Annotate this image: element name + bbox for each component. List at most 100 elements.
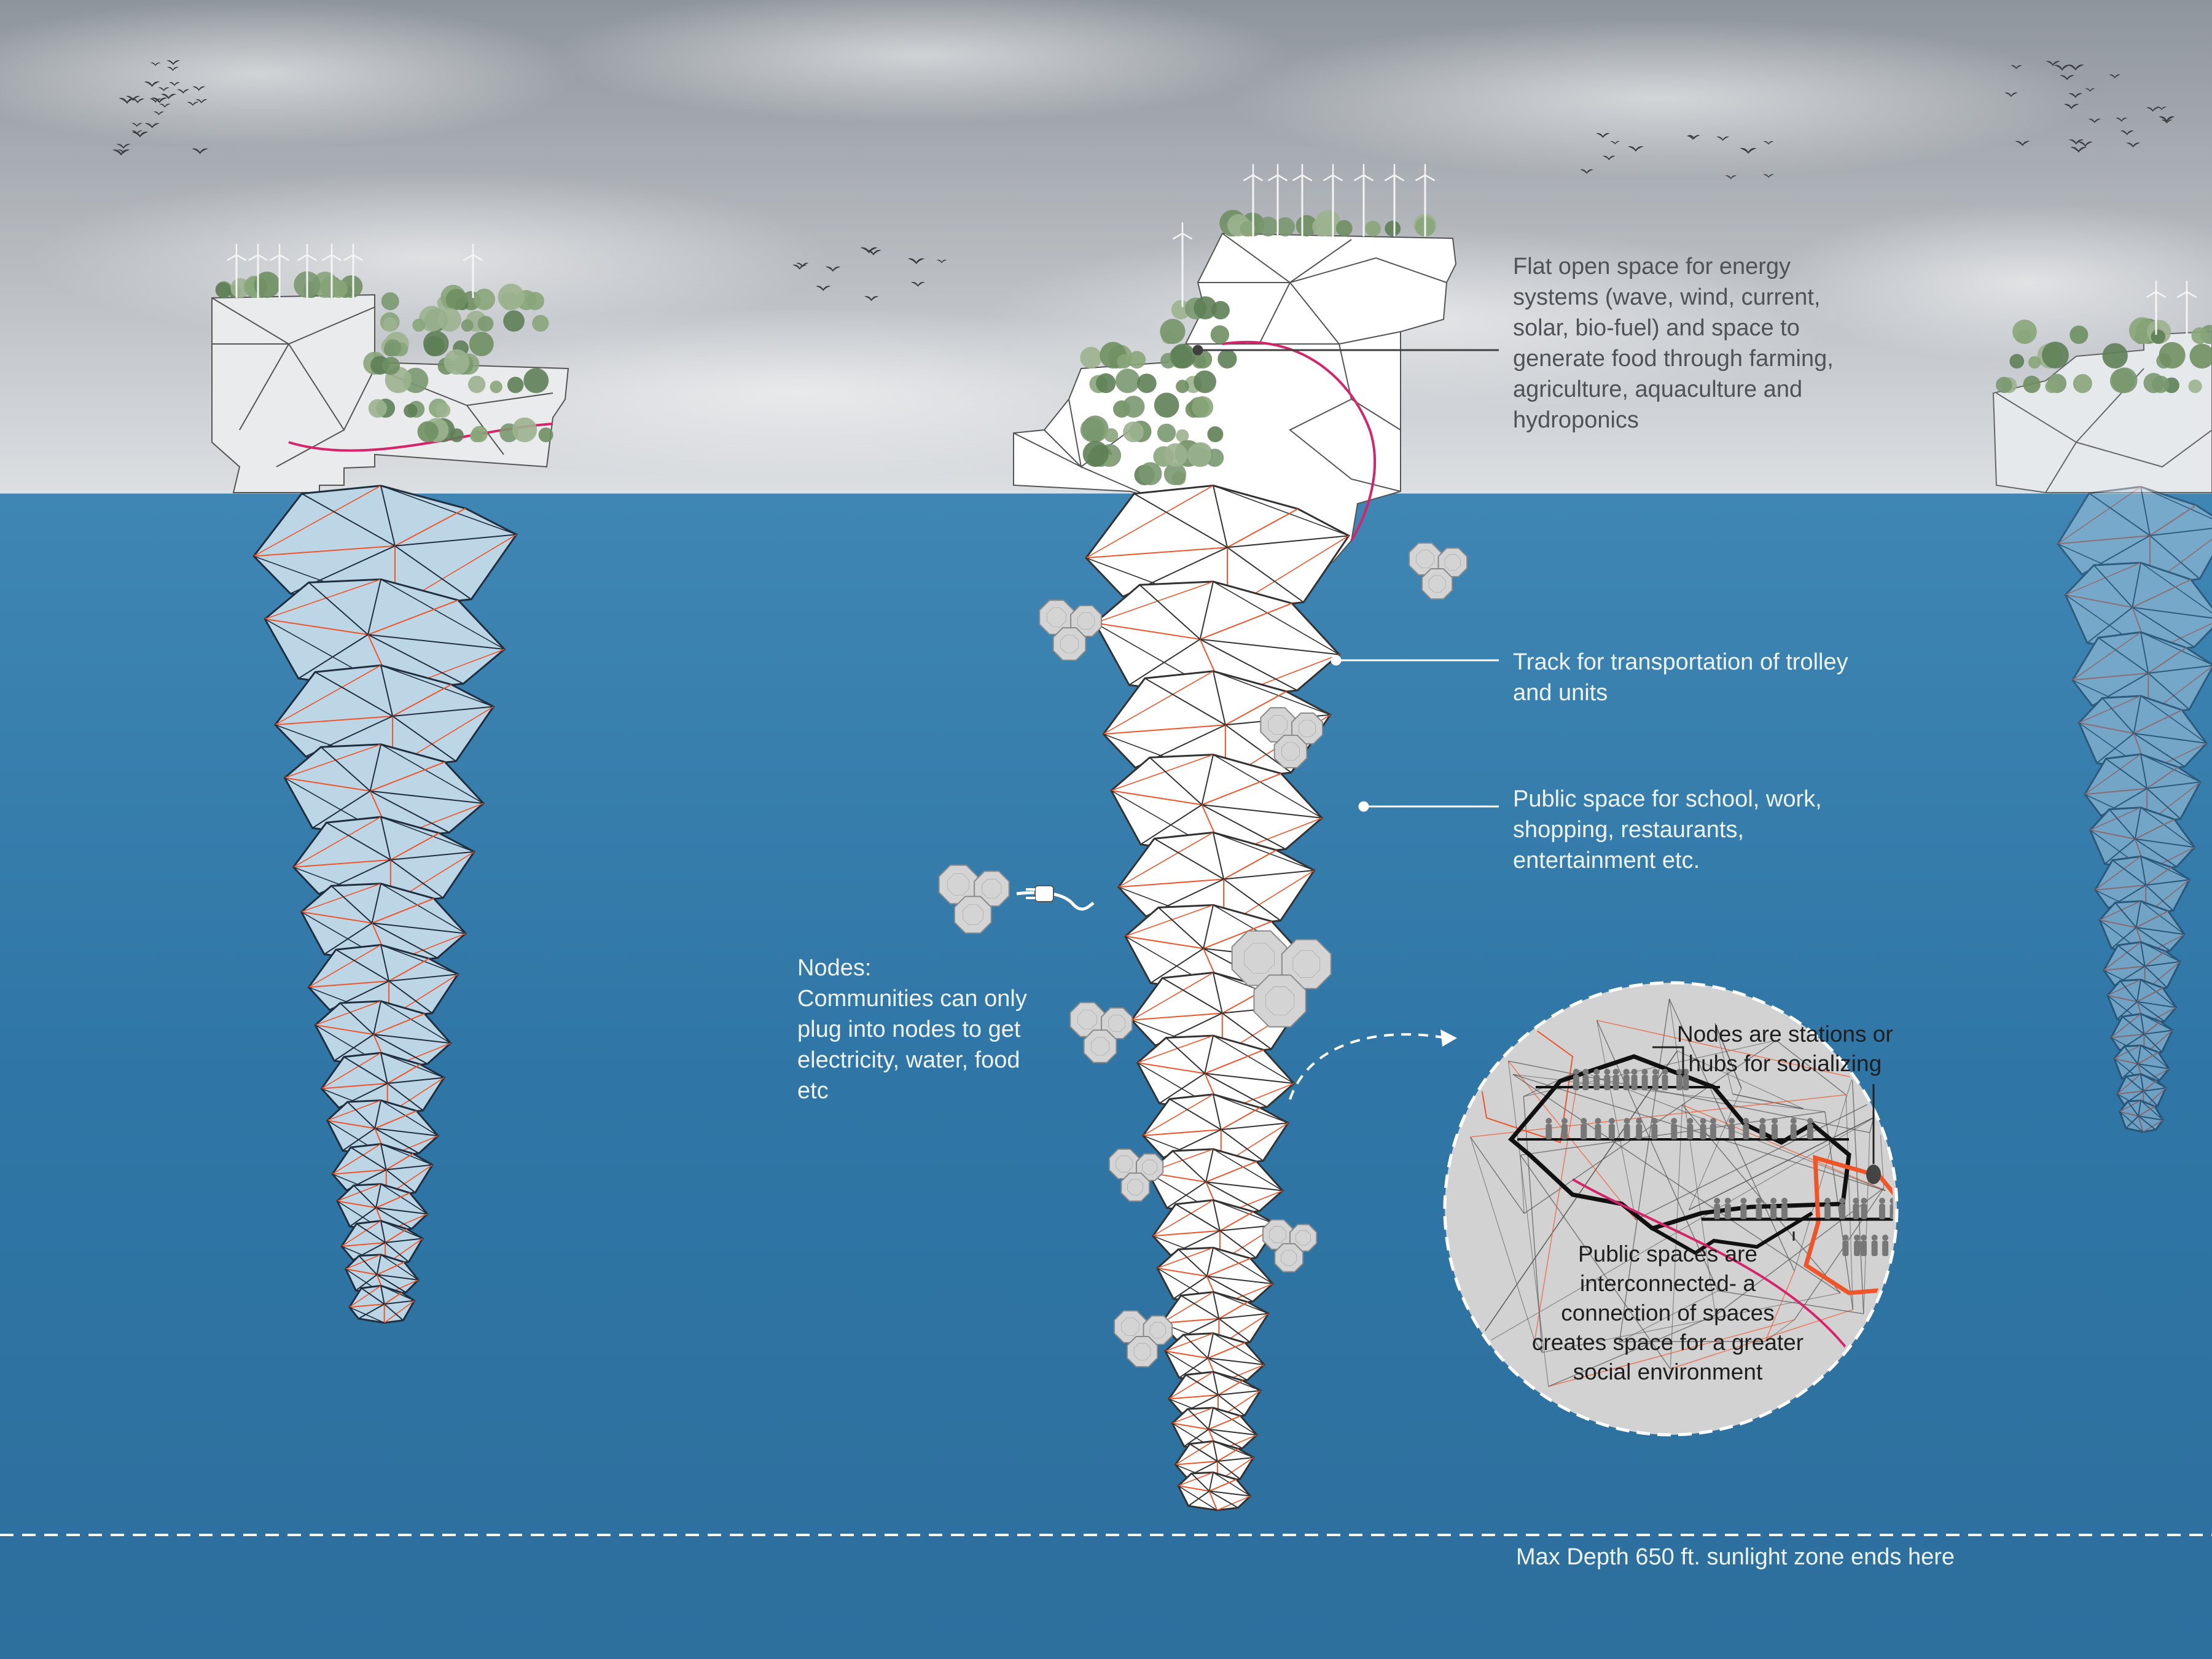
tree-icon <box>1217 349 1237 369</box>
bird-icon <box>1596 133 1610 138</box>
tree-icon <box>2102 343 2128 369</box>
tree-icon <box>1080 346 1102 369</box>
right-tower <box>1992 281 2212 1133</box>
tree-icon <box>1194 296 1217 319</box>
node-pod <box>1437 547 1468 577</box>
tree-icon <box>1176 380 1189 393</box>
bird-icon <box>119 98 136 104</box>
helix-pod <box>2119 1099 2165 1133</box>
bird-icon <box>187 101 199 106</box>
bird-icon <box>144 123 160 128</box>
tree-icon <box>477 316 494 332</box>
hubs-annotation: Nodes are stations or hubs for socializi… <box>1677 1021 1893 1076</box>
center-tower-trees <box>1080 209 1437 486</box>
tree-icon <box>2189 343 2212 369</box>
tree-icon <box>381 292 399 310</box>
tree-icon <box>1157 423 1176 442</box>
center-tower-platform <box>1013 164 1457 566</box>
tree-icon <box>254 271 281 299</box>
bird-icon <box>167 66 179 71</box>
tree-icon <box>383 317 397 332</box>
bird-icon <box>153 111 165 115</box>
node-clusters <box>938 542 1468 1368</box>
tree-icon <box>412 318 426 332</box>
bird-icon <box>864 296 879 302</box>
tree-icon <box>470 429 483 442</box>
zoom-arrow <box>1289 1033 1447 1100</box>
tree-icon <box>1122 396 1145 418</box>
helix-pod <box>2116 1073 2167 1110</box>
bird-icon <box>1763 141 1774 145</box>
tree-icon <box>1996 377 2012 393</box>
node-pod <box>1052 627 1087 661</box>
tree-icon <box>215 282 232 299</box>
tree-icon <box>368 399 387 418</box>
tree-icon <box>473 288 496 310</box>
bird-icon <box>160 93 176 100</box>
left-tower <box>211 244 569 1324</box>
tree-icon <box>2111 367 2138 393</box>
helix-pod <box>2077 695 2208 773</box>
bird-icon <box>2120 130 2134 136</box>
helix-pod <box>2071 631 2212 716</box>
node-pod <box>1289 1224 1318 1252</box>
bird-icon <box>815 286 831 291</box>
tree-icon <box>1136 373 1157 393</box>
node-pod <box>1421 568 1453 600</box>
tree-icon <box>2073 373 2092 393</box>
tree-icon <box>2009 354 2025 369</box>
tree-icon <box>1096 373 1116 394</box>
node-pod <box>974 870 1010 907</box>
bird-icon <box>2011 65 2022 69</box>
bird-icon <box>2115 117 2128 122</box>
tree-icon <box>1192 396 1214 418</box>
tree-icon <box>461 319 474 332</box>
detail-bubble <box>1443 981 1899 1437</box>
tree-icon <box>419 305 445 332</box>
bird-icon <box>2156 106 2167 111</box>
right-tower-trees <box>1996 317 2212 394</box>
tree-icon <box>1275 217 1295 237</box>
bird-icon <box>131 130 143 135</box>
node-station-outline <box>1803 1155 1893 1295</box>
tree-icon <box>1240 221 1256 237</box>
bird-icon <box>1725 175 1737 179</box>
bird-icon <box>131 123 143 127</box>
bird-icon <box>117 149 130 154</box>
tree-icon <box>1115 369 1140 393</box>
bird-icon <box>1610 141 1620 145</box>
tree-icon <box>436 402 451 418</box>
tree-icon <box>2012 319 2037 344</box>
people-silhouettes <box>1546 1069 1893 1256</box>
tree-icon <box>1163 463 1187 485</box>
node-pod <box>1273 735 1308 768</box>
tree-icon <box>1082 440 1109 467</box>
bird-icon <box>1628 146 1644 152</box>
bird-icon <box>1686 135 1699 140</box>
node-pod <box>1291 712 1323 744</box>
tree-icon <box>1170 343 1196 369</box>
tree-icon <box>523 368 549 393</box>
bird-icon <box>177 89 190 94</box>
tree-icon <box>404 404 418 418</box>
tree-icon <box>1296 215 1318 236</box>
bird-icon <box>2067 64 2084 71</box>
tree-icon <box>1385 221 1401 237</box>
bird-icon <box>2004 92 2018 98</box>
tree-icon <box>424 335 445 356</box>
left-tower-platform <box>211 244 569 493</box>
tree-icon <box>450 428 464 442</box>
tree-icon <box>2151 329 2166 344</box>
bird-icon <box>131 98 145 104</box>
bird-icon <box>910 281 925 287</box>
bird-icon <box>2146 107 2160 112</box>
tree-icon <box>498 283 525 310</box>
nodes-annotation: Nodes: Communities can only plug into no… <box>797 955 1027 1104</box>
bird-icon <box>2088 119 2101 123</box>
helix-pod <box>2064 561 2212 654</box>
tree-icon <box>2159 342 2186 369</box>
bird-icon <box>1740 147 1757 154</box>
bird-icon <box>149 98 162 103</box>
tree-icon <box>1123 421 1144 442</box>
tree-icon <box>490 380 502 393</box>
